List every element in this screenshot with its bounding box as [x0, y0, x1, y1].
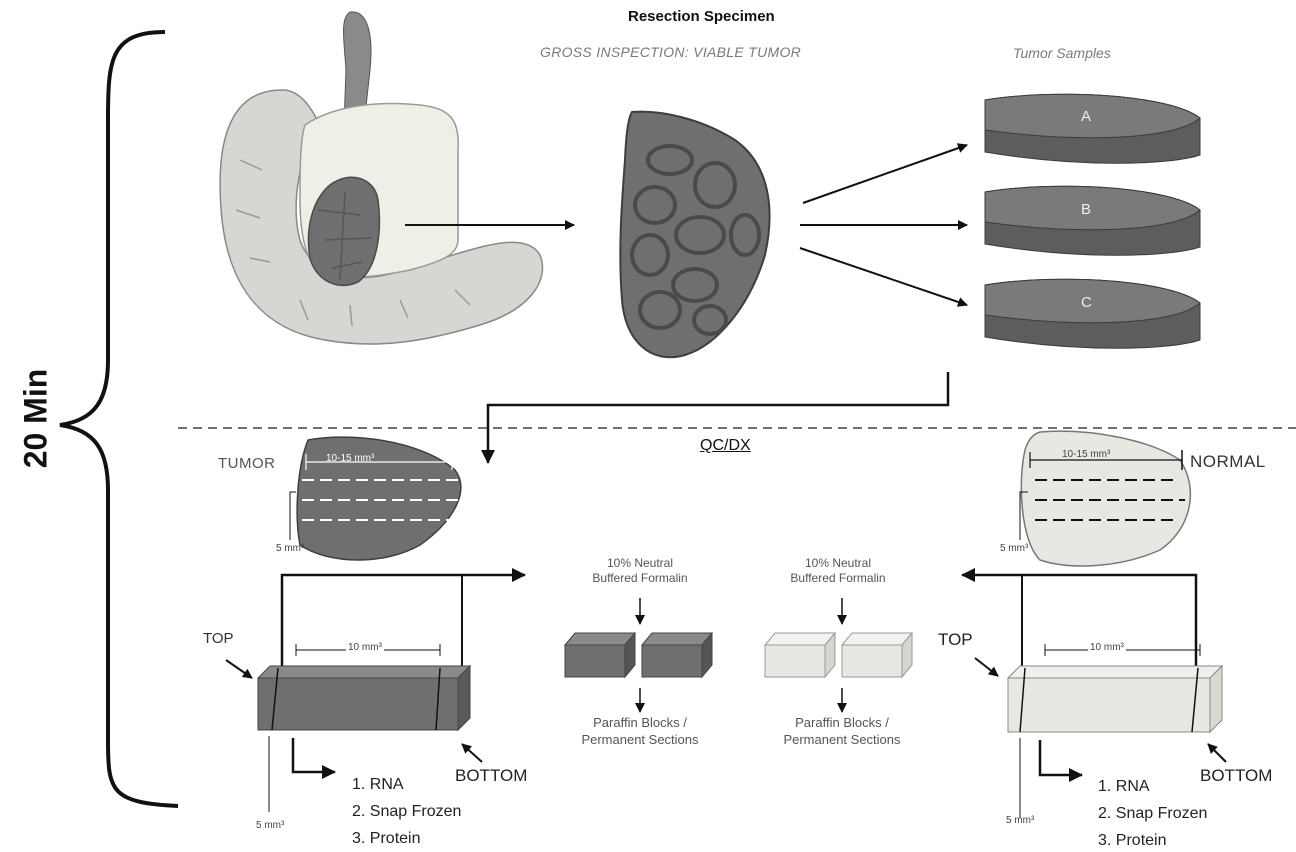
tumor-formalin-line2: Buffered Formalin: [565, 571, 715, 586]
normal-formalin-line2: Buffered Formalin: [763, 571, 913, 586]
sample-slab-c: [985, 279, 1200, 348]
timing-label: 20 Min: [18, 359, 55, 479]
sample-label-a: A: [1081, 108, 1091, 125]
normal-paraffin-label: Paraffin Blocks / Permanent Sections: [757, 714, 927, 748]
tumor-formalin-label: 10% Neutral Buffered Formalin: [565, 556, 715, 586]
normal-width-dim: 10-15 mm³: [1062, 449, 1110, 460]
tumor-block-depth: 5 mm³: [256, 820, 284, 831]
tumor-paraffin-label: Paraffin Blocks / Permanent Sections: [555, 714, 725, 748]
tumor-bottom-label: BOTTOM: [455, 766, 527, 786]
normal-output-3: 3. Protein: [1098, 830, 1166, 852]
tumor-paraffin-line1: Paraffin Blocks /: [555, 714, 725, 731]
tumor-depth-dim: 5 mm³: [276, 543, 304, 554]
sample-slab-b: [985, 186, 1200, 255]
tumor-width-dim: 10-15 mm³: [326, 453, 374, 464]
tumor-top-label: TOP: [203, 630, 234, 647]
normal-block-dim: 10 mm³: [1088, 642, 1126, 653]
tumor-label: TUMOR: [218, 455, 276, 472]
normal-formalin-label: 10% Neutral Buffered Formalin: [763, 556, 913, 586]
normal-label: NORMAL: [1190, 452, 1266, 472]
normal-paraffin-line2: Permanent Sections: [757, 731, 927, 748]
tumor-output-1: 1. RNA: [352, 774, 404, 796]
diagram-subtitle: GROSS INSPECTION: VIABLE TUMOR: [540, 44, 801, 60]
normal-block-depth: 5 mm³: [1006, 815, 1034, 826]
normal-output-2: 2. Snap Frozen: [1098, 803, 1207, 825]
normal-bottom-label: BOTTOM: [1200, 766, 1272, 786]
normal-top-label: TOP: [938, 630, 973, 650]
tumor-output-2: 2. Snap Frozen: [352, 801, 461, 823]
resection-specimen-illustration: [220, 12, 542, 344]
diagram-title: Resection Specimen: [628, 8, 775, 25]
tumor-output-3: 3. Protein: [352, 828, 420, 850]
tumor-formalin-line1: 10% Neutral: [565, 556, 715, 571]
tumor-block-dim: 10 mm³: [346, 642, 384, 653]
qc-dx-label: QC/DX: [700, 437, 751, 455]
normal-paraffin-line1: Paraffin Blocks /: [757, 714, 927, 731]
excised-tumor-illustration: [620, 112, 769, 358]
normal-formalin-blocks: [765, 598, 912, 712]
tumor-samples-label: Tumor Samples: [1013, 45, 1111, 61]
tumor-formalin-blocks: [565, 598, 712, 712]
normal-output-1: 1. RNA: [1098, 776, 1150, 798]
tumor-paraffin-line2: Permanent Sections: [555, 731, 725, 748]
normal-formalin-line1: 10% Neutral: [763, 556, 913, 571]
timing-brace: [60, 32, 178, 806]
tumor-section-illustration: [290, 437, 462, 560]
sample-label-b: B: [1081, 201, 1091, 218]
normal-depth-dim: 5 mm³: [1000, 543, 1028, 554]
sample-slab-a: [985, 94, 1200, 163]
sample-label-c: C: [1081, 294, 1092, 311]
